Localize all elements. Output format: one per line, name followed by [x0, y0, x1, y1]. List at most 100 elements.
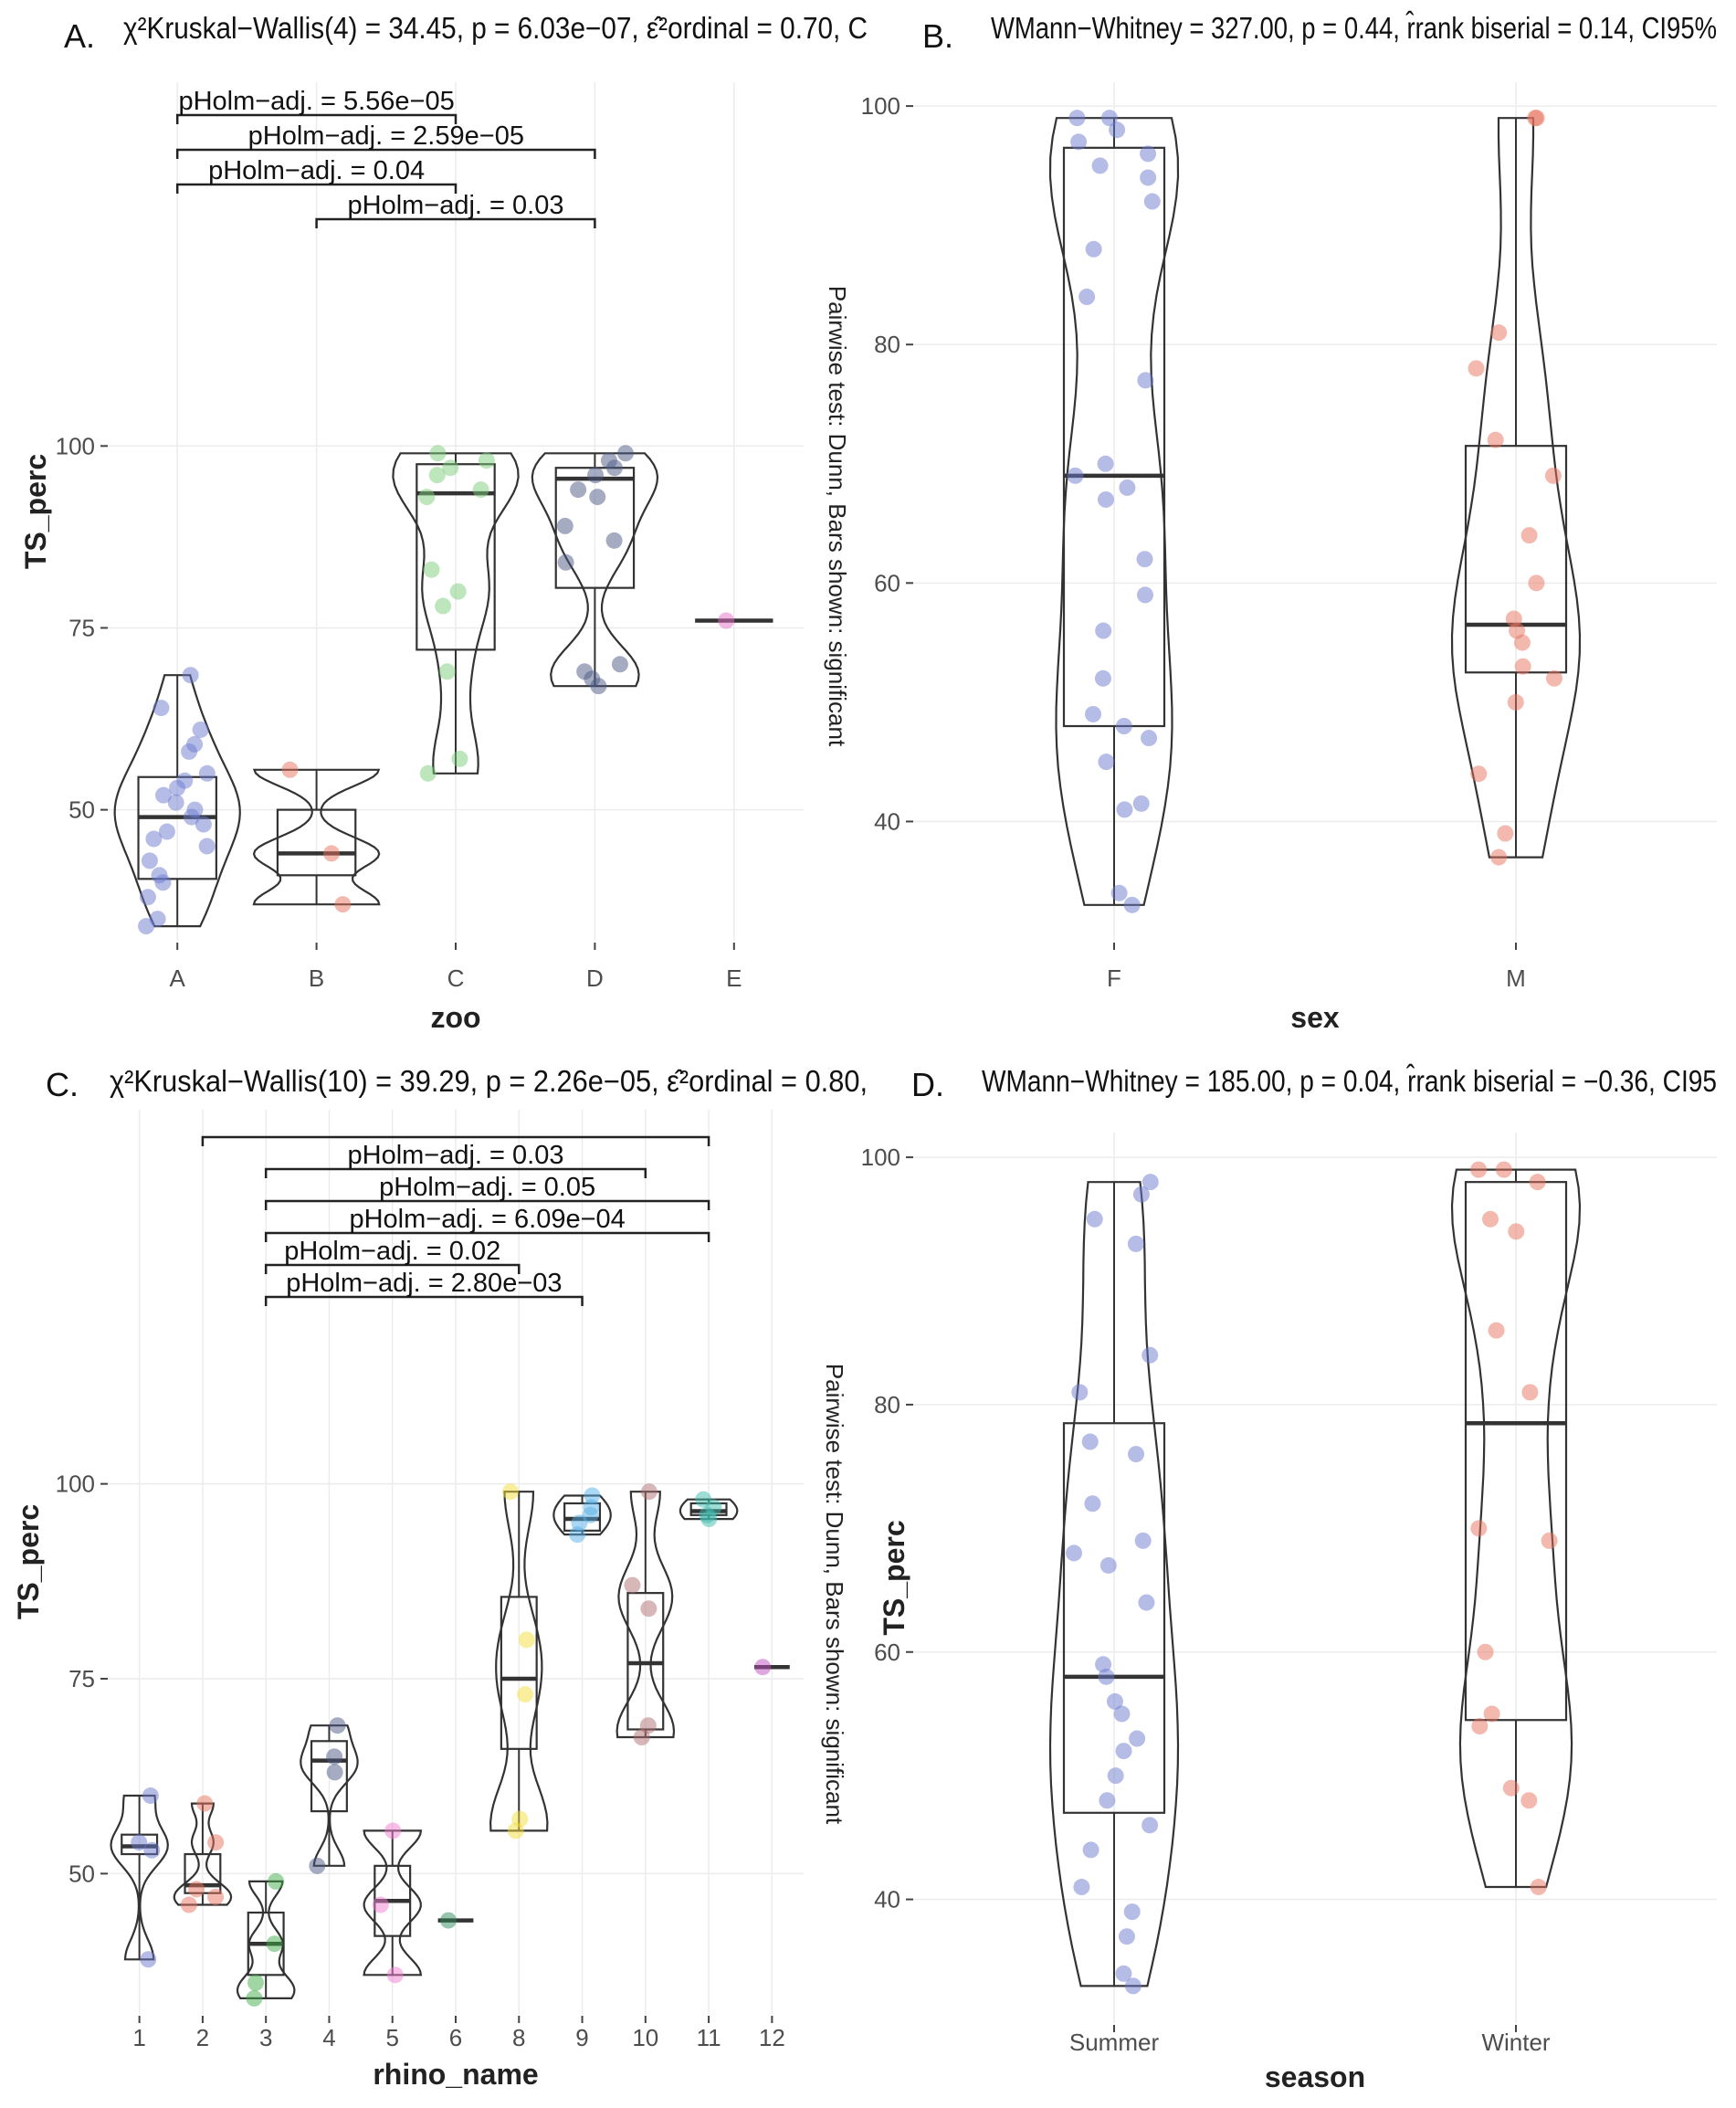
- data-point: [1487, 431, 1504, 448]
- data-point: [1505, 610, 1522, 627]
- box: [310, 1740, 348, 1813]
- data-point: [186, 801, 204, 818]
- violin-outline: [252, 768, 381, 906]
- data-point: [372, 1896, 389, 1913]
- x-axis-title: season: [1265, 2061, 1365, 2093]
- x-tick-label: C: [447, 964, 465, 992]
- data-point: [1544, 467, 1562, 484]
- data-point: [1097, 455, 1114, 472]
- box: [137, 775, 217, 880]
- data-point: [1095, 1656, 1112, 1673]
- comparison-label: pHolm−adj. = 0.02: [284, 1237, 500, 1266]
- panel-letter: C.: [46, 1066, 79, 1103]
- data-point: [131, 1834, 148, 1851]
- y-tick-label: 50: [68, 796, 95, 824]
- data-point: [1110, 884, 1128, 901]
- panel-subtitle: χ²Kruskal−Wallis(10) = 39.29, p = 2.26e−…: [110, 1064, 868, 1098]
- comparison-bracket: [201, 1135, 710, 1146]
- data-point: [640, 1600, 658, 1618]
- data-point: [1094, 669, 1111, 687]
- data-point: [472, 481, 489, 499]
- data-point: [1123, 1903, 1141, 1921]
- data-point: [438, 663, 456, 680]
- comparison-label: pHolm−adj. = 0.05: [379, 1173, 595, 1202]
- data-point: [1482, 1210, 1499, 1228]
- comparison-label: pHolm−adj. = 2.59e−05: [248, 121, 524, 151]
- data-point: [1507, 693, 1524, 711]
- pairwise-caption: Pairwise test: Dunn, Bars shown: signifi…: [824, 286, 851, 747]
- y-tick-label: 100: [56, 1470, 95, 1498]
- data-point: [384, 1822, 402, 1839]
- data-point: [423, 561, 440, 578]
- y-tick-label: 75: [68, 614, 95, 641]
- comparison-bracket: [264, 1263, 521, 1274]
- y-tick-label: 80: [874, 1391, 900, 1418]
- data-point: [1123, 896, 1141, 913]
- x-tick-label: 11: [697, 2024, 721, 2051]
- data-point: [1086, 1210, 1103, 1228]
- data-point: [196, 1795, 214, 1812]
- data-point: [1115, 1965, 1132, 1982]
- data-point: [180, 1896, 197, 1913]
- x-tick-label: 6: [449, 2024, 462, 2051]
- data-point: [1085, 705, 1102, 722]
- data-point: [207, 1834, 225, 1851]
- data-point: [478, 452, 495, 469]
- data-point: [281, 761, 299, 778]
- data-point: [1132, 1186, 1150, 1203]
- data-point: [718, 612, 735, 629]
- data-point: [1097, 490, 1114, 508]
- data-point: [139, 889, 156, 906]
- data-point: [1119, 479, 1136, 496]
- data-point: [1073, 1879, 1090, 1896]
- data-point: [1508, 1223, 1525, 1240]
- data-point: [1142, 1817, 1159, 1834]
- data-point: [570, 481, 587, 499]
- data-point: [141, 852, 158, 870]
- y-tick-label: 80: [874, 331, 900, 358]
- panel-subtitle: WMann−Whitney = 185.00, p = 0.04, r̂rank…: [982, 1063, 1717, 1098]
- data-point: [419, 764, 437, 782]
- x-tick-label: 5: [385, 2024, 398, 2051]
- violin-outline: [113, 674, 241, 928]
- box: [1464, 1181, 1568, 1722]
- data-point: [1129, 1730, 1146, 1747]
- data-point: [1470, 1161, 1488, 1178]
- violin-outline: [679, 1498, 739, 1521]
- panel-subtitle: WMann−Whitney = 327.00, p = 0.44, r̂rank…: [991, 10, 1717, 45]
- data-point: [322, 845, 340, 862]
- comparison-bracket: [175, 183, 458, 194]
- y-tick-label: 75: [68, 1665, 95, 1692]
- data-point: [1084, 1495, 1101, 1512]
- x-tick-label: 10: [632, 2024, 658, 2051]
- data-point: [576, 663, 594, 680]
- data-point: [1107, 1767, 1124, 1785]
- data-point: [1067, 467, 1084, 484]
- data-point: [186, 735, 204, 753]
- data-point: [640, 1483, 658, 1501]
- data-point: [1081, 1433, 1099, 1450]
- y-axis-title: TS_perc: [19, 454, 52, 569]
- x-tick-label: M: [1506, 964, 1526, 992]
- x-axis-title: rhino_name: [373, 2058, 538, 2091]
- data-point: [246, 1989, 263, 2007]
- data-point: [1527, 110, 1544, 127]
- comparison-bracket: [264, 1295, 584, 1306]
- data-point: [1490, 324, 1508, 342]
- data-point: [1140, 145, 1157, 163]
- x-tick-label: 9: [575, 2024, 588, 2051]
- violin-outline: [236, 1880, 296, 1999]
- data-point: [182, 667, 199, 684]
- box: [500, 1596, 538, 1750]
- data-point: [1470, 765, 1488, 783]
- data-point: [1471, 1718, 1489, 1734]
- data-point: [1136, 551, 1153, 568]
- data-point: [1488, 1322, 1505, 1339]
- comparison-bracket: [264, 1167, 647, 1178]
- panel-letter: B.: [922, 17, 953, 55]
- data-point: [1530, 1879, 1547, 1896]
- data-point: [1495, 1161, 1512, 1178]
